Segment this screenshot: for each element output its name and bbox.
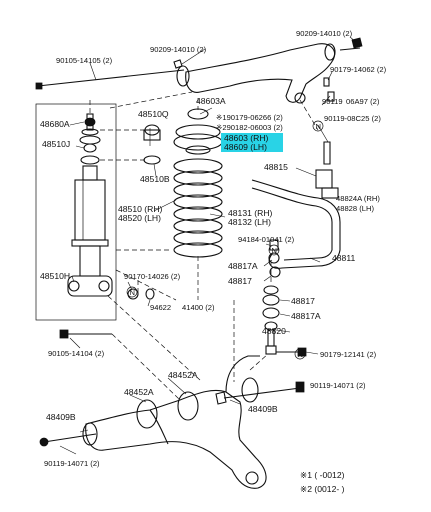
shock-lower-bolt-head xyxy=(59,329,69,339)
label-19: 48828 (LH) xyxy=(336,204,374,213)
highlight-box xyxy=(221,133,283,152)
label-24: 94184-01041 (2) xyxy=(238,235,295,244)
label-35: 90105-14104 (2) xyxy=(48,349,105,358)
label-15: 48510J xyxy=(42,139,70,149)
label-41: 48409B xyxy=(248,404,278,414)
label-31: 41400 (2) xyxy=(182,303,215,312)
label-2: 90209-14010 (2) xyxy=(296,29,353,38)
leader-lines xyxy=(59,36,357,455)
label-32: 48817 xyxy=(291,296,315,306)
stabilizer-bar xyxy=(251,141,341,269)
bump-stopper xyxy=(127,288,139,300)
label-1: 90209-14010 (2) xyxy=(150,45,207,54)
label-34: 48820 xyxy=(262,326,286,336)
shock-group-box xyxy=(35,103,117,321)
nut-upper-right xyxy=(351,37,363,49)
label-36: 90179-12141 (2) xyxy=(320,350,377,359)
stabilizer-link xyxy=(262,285,307,357)
label-12: 48609 (LH) xyxy=(224,142,267,152)
label-10: 90119-08C25 (2) xyxy=(324,114,381,123)
label-29: 90170-14026 (2) xyxy=(124,272,181,281)
washer-48817 xyxy=(269,266,281,278)
label-38: 48452A xyxy=(124,387,154,397)
labels: 90209-14010 (2) 90209-14010 (2) 90105-14… xyxy=(40,29,387,468)
label-4: 90179-14062 (2) xyxy=(330,65,387,74)
retainer-48510j xyxy=(83,143,97,153)
label-25: 48811 xyxy=(332,253,355,263)
label-26: 48817A xyxy=(228,261,258,271)
label-5: 48603A xyxy=(196,96,226,106)
footnote-2: ※2 (0012- ) xyxy=(300,484,345,494)
bolt-90119-08c25 xyxy=(323,141,331,165)
label-7: 06A97 (2) xyxy=(346,97,380,106)
label-11: 48603 (RH) xyxy=(224,133,269,143)
nut-upper-left xyxy=(173,59,183,69)
lower-bolt-right xyxy=(223,387,301,399)
nut-48680a xyxy=(84,117,96,127)
lower-bolt-right-nut xyxy=(295,381,305,393)
bushing-48815 xyxy=(315,169,333,189)
label-33: 48817A xyxy=(291,311,321,321)
label-37: 48452A xyxy=(168,370,198,380)
upper-control-arm xyxy=(176,43,336,104)
label-13: 48680A xyxy=(40,119,70,129)
label-40: 48409B xyxy=(46,412,76,422)
footnote-1: ※1 ( -0012) xyxy=(300,470,345,480)
svg-text:N: N xyxy=(272,246,277,255)
label-8: ※190179-06266 (2) xyxy=(216,113,283,122)
label-23: 48132 (LH) xyxy=(228,217,271,227)
bushing-48510b xyxy=(143,155,161,165)
svg-text:N: N xyxy=(298,350,303,359)
label-28: 48510H xyxy=(40,271,70,281)
label-6: 90119 xyxy=(322,97,343,106)
upper-bolt-right xyxy=(339,47,361,51)
label-16: 48510B xyxy=(140,174,170,184)
spring-upper-seat xyxy=(173,108,223,155)
label-30: 94622 xyxy=(150,303,171,312)
assembly-lines xyxy=(89,91,319,401)
bracket-48510q xyxy=(143,129,161,141)
label-22: 48131 (RH) xyxy=(228,208,273,218)
washer-94622 xyxy=(145,288,155,300)
label-20: 48510 (RH) xyxy=(118,204,163,214)
label-3: 90105-14105 (2) xyxy=(56,56,113,65)
label-21: 48520 (LH) xyxy=(118,213,161,223)
n-markers: N N N N xyxy=(126,120,324,360)
coil-spring xyxy=(173,158,223,258)
upper-bolt-left xyxy=(37,69,185,87)
lower-control-arm xyxy=(82,355,267,489)
washer-upper-right xyxy=(323,77,330,87)
lower-bolt-left xyxy=(43,433,97,443)
label-27: 48817 xyxy=(228,276,252,286)
label-9: ※290182-06003 (2) xyxy=(216,123,283,132)
label-42: 90119-14071 (2) xyxy=(44,459,100,468)
bolt-upper-right xyxy=(327,91,335,102)
label-17: 48815 xyxy=(264,162,288,172)
bracket-48824a xyxy=(321,187,339,199)
shock-absorber xyxy=(67,113,113,297)
upper-bolt-head xyxy=(35,82,43,90)
lower-bolt-left-head xyxy=(39,437,49,447)
svg-text:N: N xyxy=(316,122,321,131)
label-39: 90119-14071 (2) xyxy=(310,381,366,390)
lower-bolt-right-head xyxy=(215,391,227,405)
label-18: 48824A (RH) xyxy=(336,194,380,203)
label-14: 48510Q xyxy=(138,109,169,119)
svg-text:N: N xyxy=(130,288,135,297)
washer-48817a xyxy=(268,252,280,264)
